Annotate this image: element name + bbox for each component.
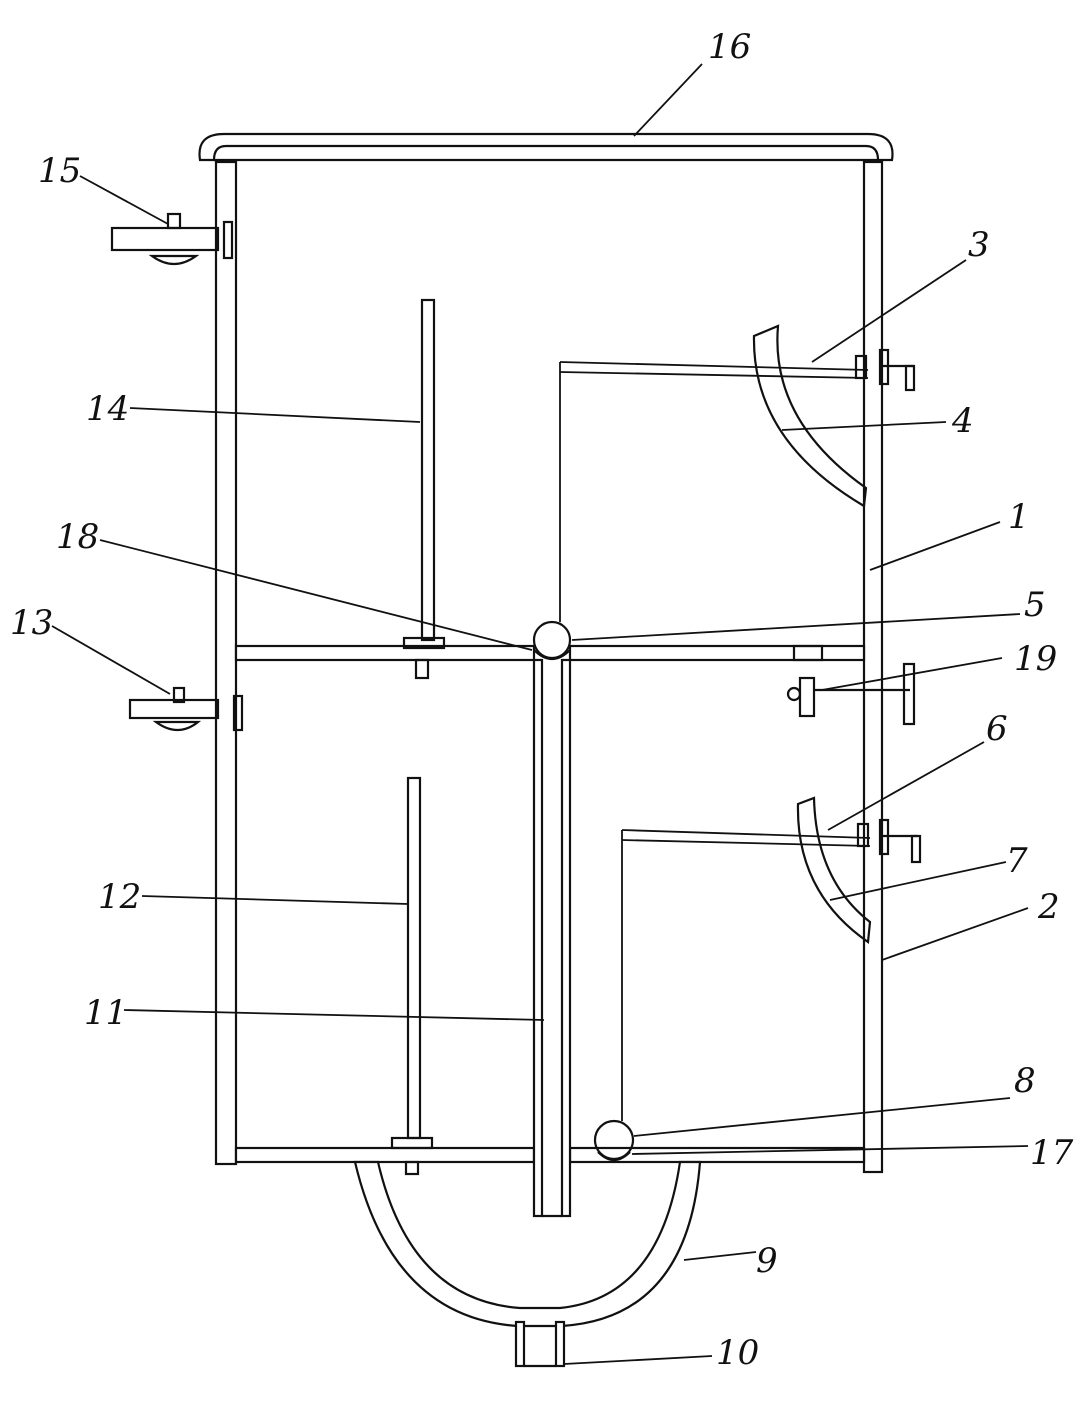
right-wall: [862, 160, 884, 1174]
partition-valve: [786, 644, 916, 726]
label-18: 18: [56, 517, 99, 557]
label-13: 13: [10, 603, 53, 643]
label-9: 9: [756, 1241, 778, 1281]
label-3: 3: [968, 225, 990, 265]
label-11: 11: [84, 993, 127, 1033]
label-15: 15: [38, 151, 81, 191]
bottom-plate: [234, 1146, 866, 1164]
bottom-bowl: [353, 1160, 702, 1328]
middle-partition: [234, 644, 866, 662]
leader-lines: [51, 63, 1029, 1365]
left-wall: [214, 160, 238, 1166]
label-5: 5: [1024, 585, 1046, 625]
label-19: 19: [1014, 639, 1057, 679]
upper-curved-baffle: [752, 324, 868, 508]
lower-float-assembly: [593, 829, 871, 1162]
upper-stir-rod: [402, 298, 446, 680]
lower-right-valve: [856, 818, 922, 864]
label-1: 1: [1008, 497, 1030, 537]
lower-left-valve: [128, 686, 244, 732]
lower-stir-rod: [390, 776, 434, 1176]
label-4: 4: [951, 401, 974, 441]
lower-curved-baffle: [796, 796, 872, 944]
outlet-pipe: [514, 1320, 566, 1368]
label-2: 2: [1037, 887, 1060, 927]
upper-left-valve: [110, 212, 234, 266]
label-10: 10: [716, 1333, 759, 1373]
label-12: 12: [98, 877, 141, 917]
label-7: 7: [1006, 841, 1028, 881]
label-6: 6: [986, 709, 1008, 749]
label-8: 8: [1014, 1061, 1036, 1101]
label-16: 16: [708, 27, 751, 67]
central-pipe: [532, 658, 572, 1218]
upper-right-valve: [854, 348, 916, 392]
upper-float-assembly: [532, 361, 869, 661]
lid: [198, 132, 894, 162]
label-17: 17: [1030, 1133, 1074, 1173]
label-14: 14: [86, 389, 129, 429]
